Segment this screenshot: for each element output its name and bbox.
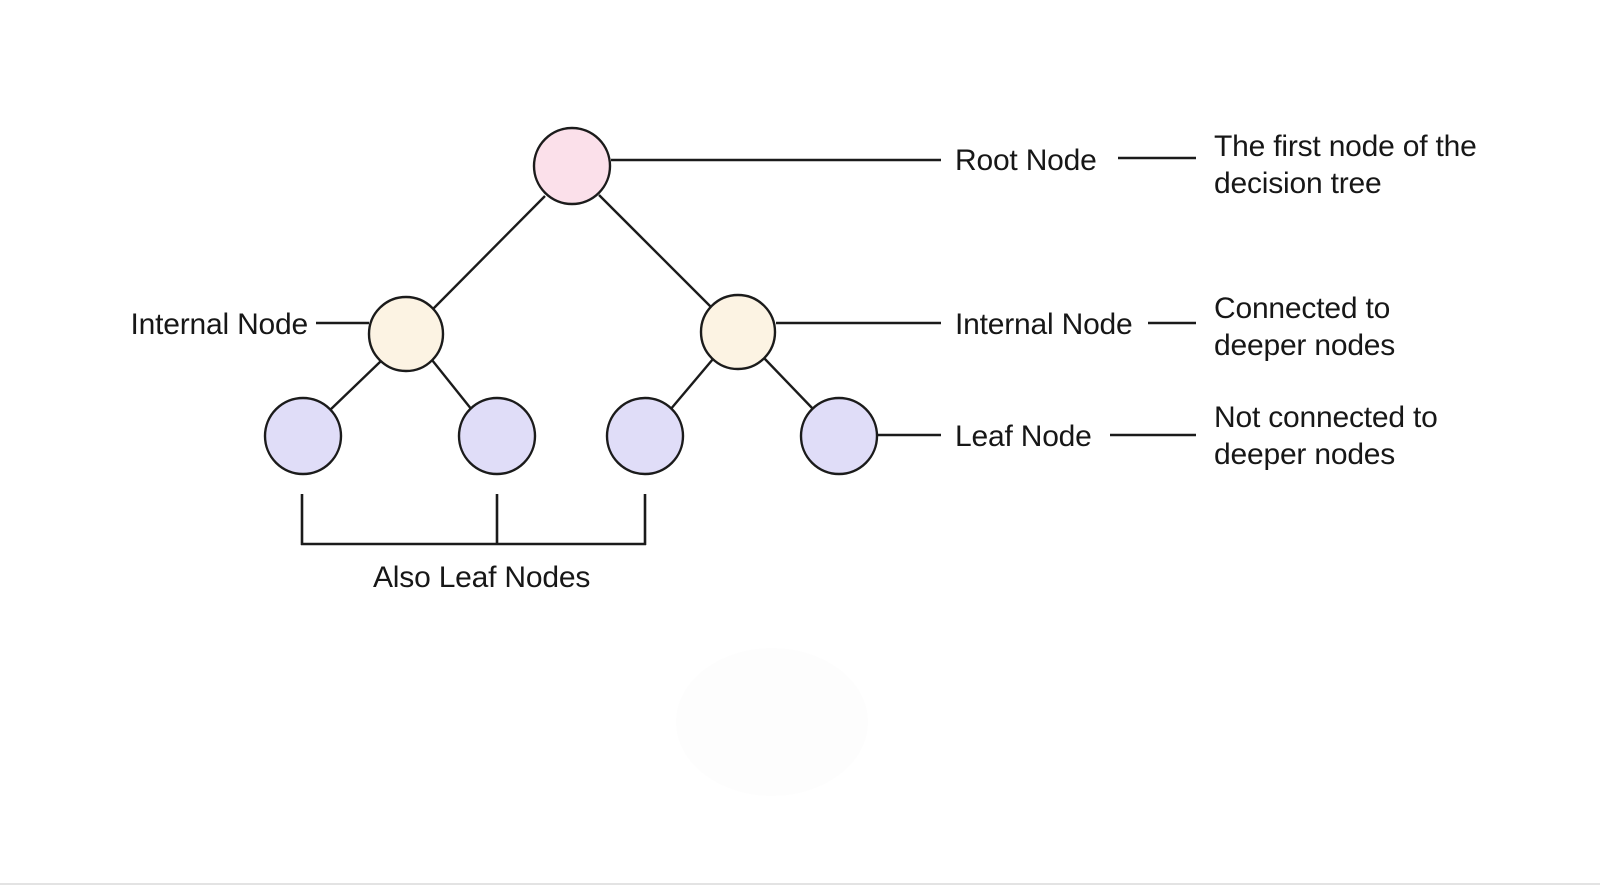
edge-internal-left-leaf-2 <box>431 359 473 411</box>
node-root[interactable] <box>532 126 612 206</box>
tree-edges <box>328 194 815 412</box>
node-leaf-1[interactable] <box>263 396 343 476</box>
edge-internal-right-leaf-4 <box>763 357 815 411</box>
edge-root-internal-left <box>431 195 546 311</box>
tree-nodes <box>263 126 879 476</box>
label-leaf-term: Leaf Node <box>955 420 1092 453</box>
watermark-blob <box>676 648 868 796</box>
node-leaf-2[interactable] <box>457 396 537 476</box>
node-internal-right[interactable] <box>699 293 777 371</box>
label-leaf-description: Not connected to deeper nodes <box>1214 401 1438 471</box>
edge-root-internal-right <box>598 194 713 309</box>
label-internal-left-term: Internal Node <box>130 308 308 341</box>
edge-internal-right-leaf-3 <box>669 358 714 411</box>
node-leaf-3[interactable] <box>605 396 685 476</box>
node-internal-left[interactable] <box>367 295 445 373</box>
edge-internal-left-leaf-1 <box>328 360 382 412</box>
label-also-leaf-nodes: Also Leaf Nodes <box>373 561 591 594</box>
label-root-term: Root Node <box>955 144 1097 177</box>
leaf-group-bracket <box>300 494 647 546</box>
label-internal-description: Connected to deeper nodes <box>1214 292 1396 362</box>
leader-lines <box>316 156 1196 437</box>
label-internal-term: Internal Node <box>955 308 1133 341</box>
label-root-description: The first node of the decision tree <box>1214 130 1477 200</box>
node-leaf-4[interactable] <box>799 396 879 476</box>
